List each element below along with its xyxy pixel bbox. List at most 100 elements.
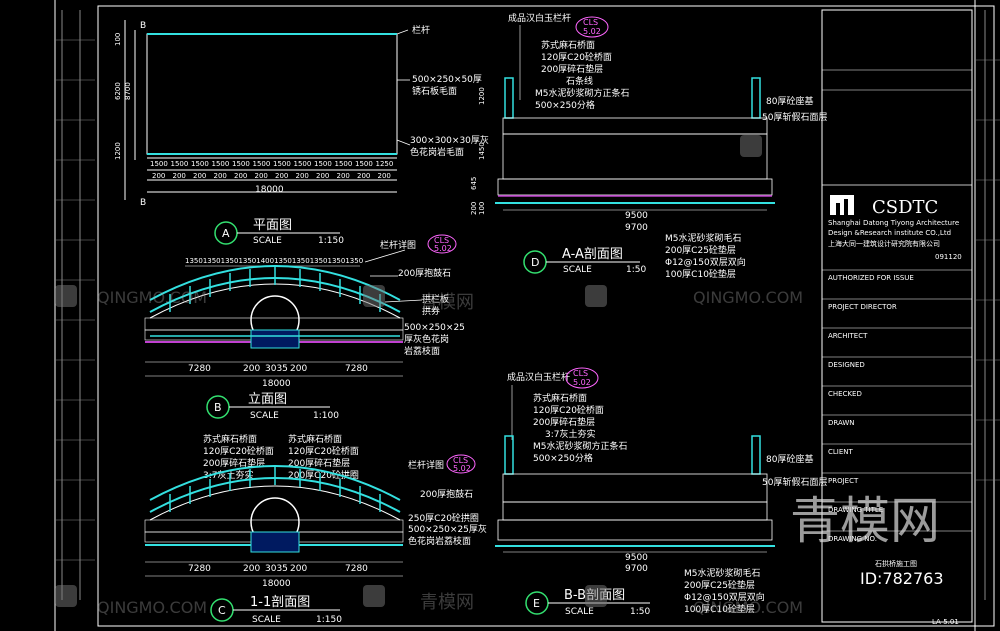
s11-tag-code: CLS: [453, 456, 468, 465]
s11-right-layer-4: 200厚C20砼拱圈: [288, 469, 359, 481]
plan-dim-bottom-0: 200: [152, 172, 165, 180]
bb-bottom-2: 200厚C25砼垫层: [684, 579, 755, 591]
plan-dim-top-9: 1500: [335, 160, 353, 168]
logo-text: CSDTC: [872, 197, 938, 218]
title-block-row-9: DRAWING NO.: [828, 535, 877, 543]
bb-bottom-3: Φ12@150双层双向: [684, 591, 765, 603]
aa-tag-num: 5.02: [583, 27, 601, 36]
aa-right-1: 80厚砼座基: [766, 95, 813, 107]
s11-title: 1-1剖面图: [250, 595, 310, 610]
aa-title-letter: D: [531, 256, 539, 269]
svg-text:B: B: [140, 21, 146, 31]
plan-dim-bottom-2: 200: [193, 172, 206, 180]
elev-title: 立面图: [248, 392, 287, 407]
plan-dim-bottom-10: 200: [357, 172, 370, 180]
aa-tag-code: CLS: [583, 18, 598, 27]
elev-tag-code: CLS: [434, 236, 449, 245]
plan-scale-label: SCALE: [253, 236, 282, 246]
s11-title-letter: C: [218, 604, 226, 617]
elev-total: 18000: [262, 379, 291, 389]
plan-dim-top-7: 1500: [294, 160, 312, 168]
s11-note-3: 500×250×25厚灰: [408, 523, 487, 535]
s11-left-layer-1: 苏式麻石桥面: [203, 433, 257, 445]
s11-left-layer-3: 200厚碎石垫层: [203, 457, 265, 469]
watermarks: QINGMO.COM QINGMO.COM QINGMO.COM QINGMO.…: [55, 135, 944, 617]
plan-dim-bottom-11: 200: [378, 172, 391, 180]
section-11-view: 苏式麻石桥面 120厚C20砼桥面 200厚碎石垫层 3:7灰土夯实 苏式麻石桥…: [144, 433, 487, 625]
bb-title-letter: E: [533, 597, 540, 610]
bb-right-1: 80厚砼座基: [766, 453, 813, 465]
aa-layer-1: 苏式麻石桥面: [541, 39, 595, 51]
bb-right-2: 50厚斩假石面层: [762, 476, 827, 488]
s11-dim-5: 7280: [345, 564, 368, 574]
title-block-row-2: ARCHITECT: [828, 332, 868, 340]
plan-dim-bottom-4: 200: [234, 172, 247, 180]
s11-rail-detail: 栏杆详图: [408, 459, 444, 471]
watermark-qingmo-4: QINGMO.COM: [693, 598, 803, 617]
aa-layer-5: M5水泥砂浆砌方正条石: [535, 87, 630, 99]
s11-scale-label: SCALE: [252, 615, 281, 625]
plan-stone-note-2: 锈石板毛面: [412, 85, 457, 97]
plan-dim-top-1: 1500: [171, 160, 189, 168]
elev-title-letter: B: [214, 401, 222, 414]
s11-right-layer-2: 120厚C20砼桥面: [288, 445, 359, 457]
title-block: CSDTC Shanghai Datong Tiyong Architectur…: [821, 9, 973, 626]
bb-tag-num: 5.02: [573, 378, 591, 387]
plan-dim-top-5: 1500: [253, 160, 271, 168]
plan-railing-label: 栏杆: [412, 24, 430, 36]
bb-dim-outer: 9700: [625, 564, 648, 574]
bb-layer-1: 苏式麻石桥面: [533, 392, 587, 404]
aa-side-dim-3: 100: [478, 202, 486, 215]
aa-layer-6: 500×250分格: [535, 99, 595, 111]
plan-side-dim-1: 100: [114, 33, 122, 46]
elev-note-3: 拱券: [422, 305, 440, 317]
section-bb-view: 成品汉白玉栏杆 CLS 5.02 苏式麻石桥面 120厚C20砼桥面 200厚碎…: [495, 367, 827, 617]
watermark-qingmo-3: QINGMO.COM: [97, 598, 207, 617]
cert-number: 091120: [935, 253, 962, 261]
elev-dim-3: 3035: [265, 364, 288, 374]
company-cn: 上海大同一建筑设计研究院有限公司: [828, 239, 940, 248]
s11-dim-1: 7280: [188, 564, 211, 574]
svg-text:B: B: [140, 198, 146, 208]
s11-left-layer-2: 120厚C20砼桥面: [203, 445, 274, 457]
aa-side-dim-1: 1200: [478, 87, 486, 105]
watermark-cn-1: 青模网: [420, 292, 474, 313]
plan-dim-bottom-7: 200: [296, 172, 309, 180]
bb-layer-3: 200厚碎石垫层: [533, 416, 595, 428]
aa-side-dim-5: 645: [470, 177, 478, 190]
plan-side-dim-2: 6200: [114, 82, 122, 100]
title-block-row-0: AUTHORIZED FOR ISSUE: [828, 274, 914, 282]
elev-note-2: 拱栏板: [422, 293, 449, 305]
s11-right-layer-3: 200厚碎石垫层: [288, 457, 350, 469]
bb-layer-6: 500×250分格: [533, 452, 593, 464]
bb-dim-inner: 9500: [625, 553, 648, 563]
bb-bottom-1: M5水泥砂浆砌毛石: [684, 567, 761, 579]
plan-dim-bottom-1: 200: [173, 172, 186, 180]
bb-layer-4: 3:7灰土夯实: [545, 428, 596, 440]
plan-side-dim-3: 8700: [124, 82, 132, 100]
s11-left-layer-4: 3:7灰土夯实: [203, 469, 254, 481]
plan-edge-note-1: 300×300×30厚灰: [410, 134, 489, 146]
plan-dim-top-6: 1500: [273, 160, 291, 168]
s11-dim-2: 200: [243, 564, 260, 574]
s11-dim-4: 200: [290, 564, 307, 574]
aa-layer-3: 200厚碎石垫层: [541, 63, 603, 75]
plan-dim-top-3: 1500: [212, 160, 230, 168]
aa-bottom-1: M5水泥砂浆砌毛石: [665, 232, 742, 244]
plan-dim-bottom-3: 200: [214, 172, 227, 180]
s11-note-1: 200厚抱鼓石: [420, 488, 473, 500]
title-block-row-3: DESIGNED: [828, 361, 865, 369]
plan-dim-top-4: 1500: [232, 160, 250, 168]
plan-stone-note-1: 500×250×50厚: [412, 74, 482, 85]
title-block-row-4: CHECKED: [828, 390, 862, 398]
right-ruler: [975, 10, 1000, 600]
s11-dim-3: 3035: [265, 564, 288, 574]
plan-edge-note-2: 色花岗岩毛面: [410, 146, 464, 158]
section-aa-view: 成品汉白玉栏杆 CLS 5.02 苏式麻石桥面 120厚C20砼桥面 200厚碎…: [470, 12, 827, 280]
elev-note-4: 500×250×25: [404, 323, 465, 333]
elev-rail-detail: 栏杆详图: [380, 239, 416, 251]
